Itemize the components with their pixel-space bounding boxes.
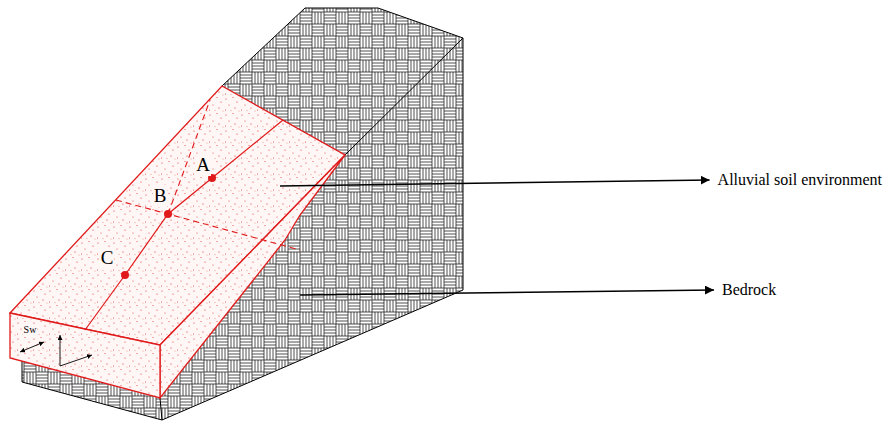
alluvium-front [10,313,160,398]
leader-arrow [300,290,714,295]
section-line [116,200,300,250]
point-label: C [100,247,115,269]
bedrock-edge [345,38,463,155]
alluvium-side [160,155,345,398]
axis-arrow [20,342,44,352]
section-line [168,100,210,214]
bedrock-edge [160,398,162,420]
center-line [85,120,283,330]
axis-label: Sw [23,324,38,336]
point-label: B [153,185,168,207]
point-marker [121,271,129,279]
point-marker [164,210,172,218]
region-label: Bedrock [722,281,776,299]
leader-arrow [280,180,710,186]
axis-arrow [60,355,92,366]
point-label: A [195,154,211,176]
axis-arrow [60,335,61,366]
region-label: Alluvial soil environment [718,171,882,189]
